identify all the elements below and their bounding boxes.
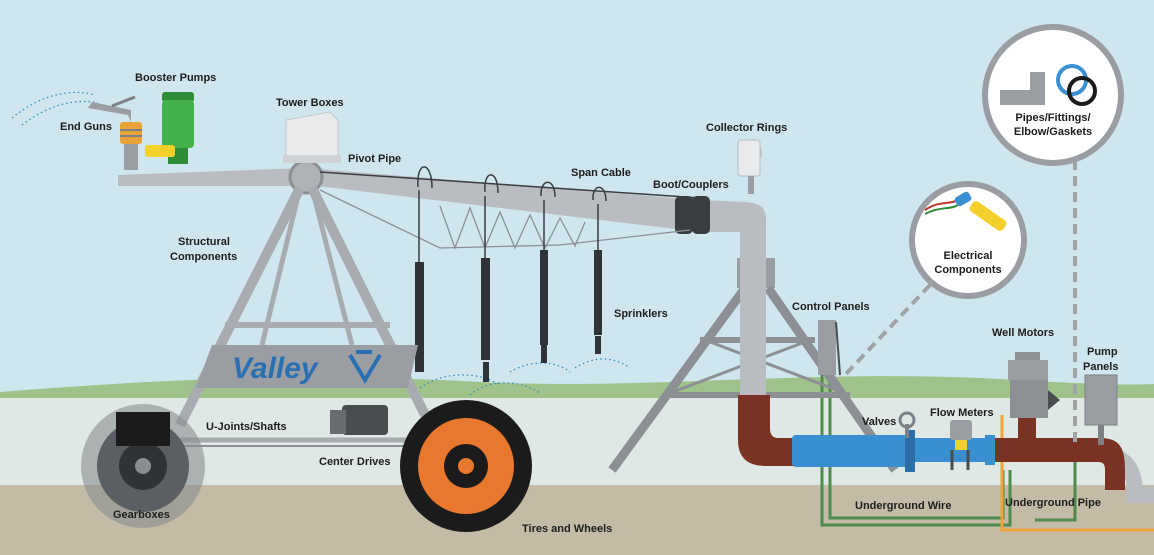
truss <box>319 189 691 250</box>
label-flow-meters: Flow Meters <box>930 407 994 419</box>
valve <box>898 411 916 438</box>
sprinklers <box>415 190 602 382</box>
label-control-panels: Control Panels <box>792 301 870 313</box>
callout-pipes-line1: Pipes/Fittings/ <box>1015 112 1090 124</box>
wire-connector-icon <box>954 191 972 207</box>
pipe-elbow-icon <box>1000 72 1045 105</box>
label-end-guns: End Guns <box>60 121 112 133</box>
label-sprinklers: Sprinklers <box>614 308 668 320</box>
label-pivot-pipe: Pivot Pipe <box>348 153 401 165</box>
span-cable <box>319 166 701 202</box>
label-pump-panels-line1: Pump <box>1087 346 1118 358</box>
label-center-drives: Center Drives <box>319 456 391 468</box>
tower-box <box>283 111 341 163</box>
water-pipeline <box>738 395 1125 490</box>
booster-pump <box>145 92 194 164</box>
center-drive <box>330 405 388 435</box>
label-valves: Valves <box>862 416 896 428</box>
drive-tower: Valley <box>120 185 430 447</box>
control-panel <box>818 320 841 376</box>
callout-electrical: Electrical Components <box>909 181 1027 299</box>
label-span-cable: Span Cable <box>571 167 631 179</box>
fuse-icon <box>969 201 1007 231</box>
well-motor <box>1008 352 1060 418</box>
label-collector-rings: Collector Rings <box>706 122 787 134</box>
label-well-motors: Well Motors <box>992 327 1054 339</box>
label-pump-panels-line2: Panels <box>1083 361 1118 373</box>
callout-pipes: Pipes/Fittings/ Elbow/Gaskets <box>982 24 1124 166</box>
label-underground-pipe: Underground Pipe <box>1005 497 1101 509</box>
label-structural-line1: Structural <box>178 236 230 248</box>
callout-pipes-line2: Elbow/Gaskets <box>1014 126 1092 138</box>
callout-connectors <box>843 160 1077 445</box>
end-gun <box>88 95 142 170</box>
callout-electrical-line2: Components <box>934 264 1001 276</box>
pump-panel <box>1084 374 1118 445</box>
flow-meter <box>950 420 972 470</box>
callout-electrical-line1: Electrical <box>944 250 993 262</box>
valley-v-icon <box>348 350 382 384</box>
spray-arcs <box>11 91 631 396</box>
label-tower-boxes: Tower Boxes <box>276 97 344 109</box>
label-booster-pumps: Booster Pumps <box>135 72 216 84</box>
collector-ring <box>737 139 762 194</box>
label-u-joints-shafts: U-Joints/Shafts <box>206 421 287 433</box>
label-boot-couplers: Boot/Couplers <box>653 179 729 191</box>
label-tires-and-wheels: Tires and Wheels <box>522 523 612 535</box>
boot-couplers <box>675 196 710 234</box>
label-underground-wire: Underground Wire <box>855 500 951 512</box>
valley-logo: Valley <box>232 352 319 385</box>
label-gearboxes: Gearboxes <box>113 509 170 521</box>
black-gasket-icon <box>1067 76 1097 106</box>
gearbox-wheel <box>81 404 205 528</box>
tire-wheel <box>400 400 532 532</box>
label-structural-line2: Components <box>170 251 237 263</box>
